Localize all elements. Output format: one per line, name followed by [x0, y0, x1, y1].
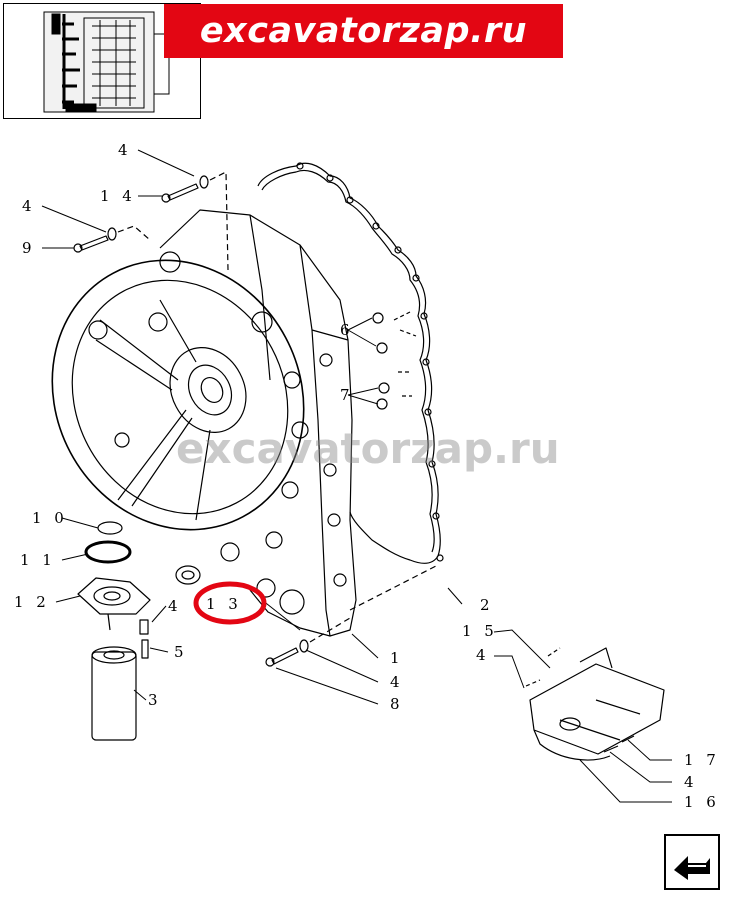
callout-17[interactable]: 1 7 — [684, 751, 720, 769]
callout-2[interactable]: 2 — [480, 596, 494, 614]
filter-assembly — [77, 521, 151, 741]
callout-4e[interactable]: 4 — [476, 646, 490, 664]
callout-6[interactable]: 6 — [340, 321, 354, 339]
callout-8[interactable]: 8 — [390, 695, 404, 713]
orings-6-7 — [372, 311, 417, 410]
callout-4b[interactable]: 4 — [22, 197, 36, 215]
leader-lines — [41, 149, 672, 803]
callout-5[interactable]: 5 — [174, 643, 188, 661]
callout-3[interactable]: 3 — [148, 691, 162, 709]
callout-labels: 4 1 4 4 9 6 7 1 0 1 1 1 2 4 5 3 1 3 2 1 … — [14, 141, 720, 811]
seal-13 — [175, 565, 201, 585]
callout-12[interactable]: 1 2 — [14, 593, 50, 611]
callout-4a[interactable]: 4 — [118, 141, 132, 159]
callout-7[interactable]: 7 — [340, 386, 354, 404]
next-page-button[interactable] — [664, 834, 720, 890]
brand-banner: excavatorzap.ru — [164, 4, 563, 58]
callout-11[interactable]: 1 1 — [20, 551, 56, 569]
callout-1[interactable]: 1 — [390, 649, 404, 667]
callout-13-highlight — [193, 581, 267, 625]
callout-13[interactable]: 1 3 — [206, 595, 242, 613]
callout-4c[interactable]: 4 — [168, 597, 182, 615]
housing-bosses — [159, 251, 347, 615]
gasket-bolt-holes — [296, 162, 444, 562]
callout-16[interactable]: 1 6 — [684, 793, 720, 811]
callout-4d[interactable]: 4 — [390, 673, 404, 691]
callout-15[interactable]: 1 5 — [462, 622, 498, 640]
callout-9[interactable]: 9 — [22, 239, 36, 257]
bracket-assembly — [525, 647, 665, 761]
housing — [51, 209, 357, 637]
gasket-outline — [257, 162, 441, 564]
callout-4f[interactable]: 4 — [684, 773, 698, 791]
bolt-9 — [73, 227, 117, 253]
callout-10[interactable]: 1 0 — [32, 509, 68, 527]
bolt-14 — [161, 175, 209, 203]
next-page-arrow-icon — [674, 856, 710, 880]
callout-14[interactable]: 1 4 — [100, 187, 136, 205]
bolt-8 — [265, 639, 309, 667]
assembly-thumbnail-icon — [43, 11, 170, 113]
watermark-text: excavatorzap.ru — [176, 424, 560, 473]
